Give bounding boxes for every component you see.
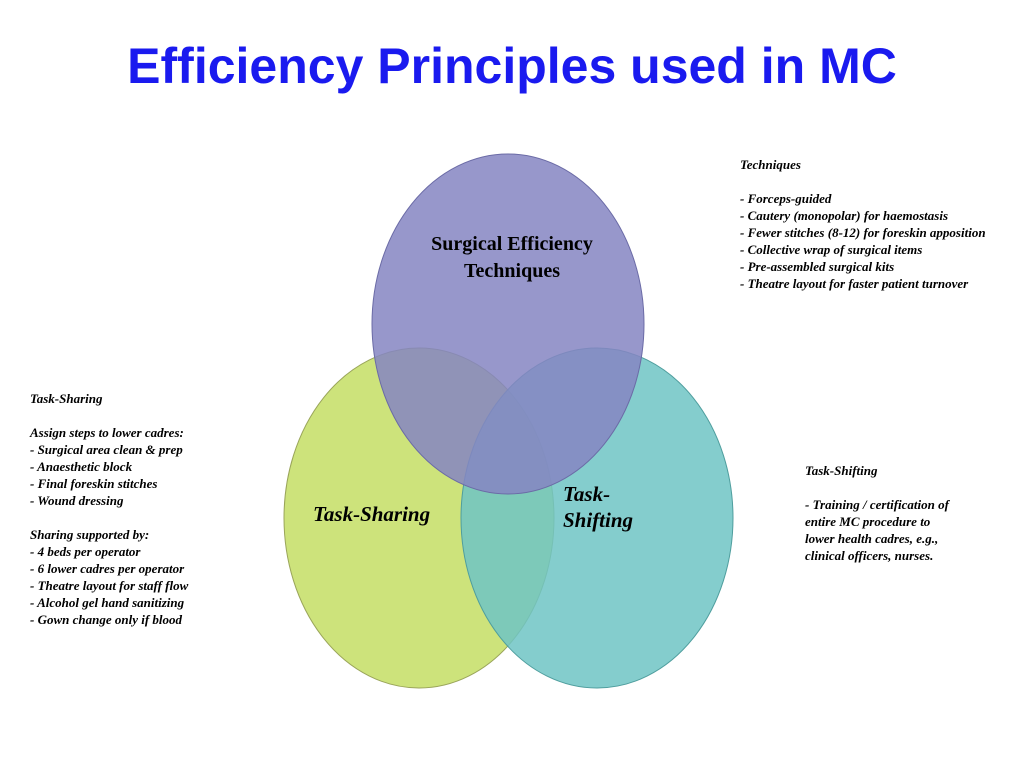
surgical-efficiency-circle xyxy=(371,153,645,495)
task-sharing-note: Task-Sharing Assign steps to lower cadre… xyxy=(30,391,189,627)
surgical-efficiency-label: Surgical Efficiency Techniques xyxy=(392,231,632,285)
task-shifting-label: Task- Shifting xyxy=(563,482,634,532)
task-sharing-label: Task-Sharing xyxy=(313,502,431,526)
slide-title: Efficiency Principles used in MC xyxy=(127,38,897,94)
techniques-note: Techniques - Forceps-guided - Cautery (m… xyxy=(740,157,986,291)
surgical-efficiency-label-line1: Surgical Efficiency xyxy=(431,233,593,255)
surgical-efficiency-label-line2: Techniques xyxy=(464,260,560,282)
task-shifting-note: Task-Shifting - Training / certification… xyxy=(805,463,949,563)
